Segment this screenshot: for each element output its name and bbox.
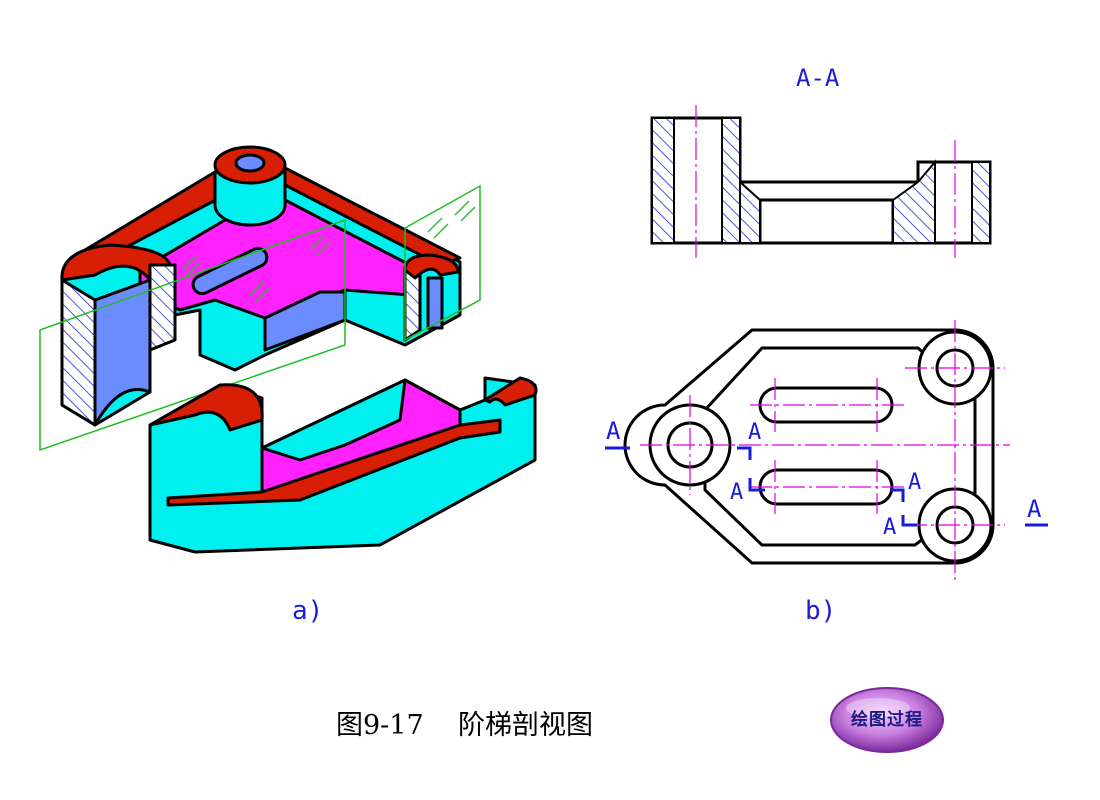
lower-left-boss-rim xyxy=(148,383,264,432)
label-b: b) xyxy=(805,596,837,626)
isometric-lower-part xyxy=(148,376,538,554)
drawing-process-button[interactable]: 绘图过程 xyxy=(830,688,944,752)
cut-mark-right: A xyxy=(1027,495,1042,523)
section-outline xyxy=(650,116,992,245)
cut-mark-step1: A xyxy=(748,420,762,445)
lower-rim xyxy=(166,418,502,507)
cutting-plane-left xyxy=(39,218,346,452)
cutting-plane-right xyxy=(404,184,481,342)
cut-step-3 xyxy=(890,488,905,502)
section-hatch-left-inner xyxy=(721,117,741,244)
cutting-planes xyxy=(39,184,481,452)
top-view-centerlines xyxy=(640,320,1010,580)
section-hatch-left-outer xyxy=(651,117,675,244)
top-view xyxy=(605,320,1048,580)
figure-caption: 图9-17 阶梯剖视图 xyxy=(336,710,593,741)
cut-mark-step4: A xyxy=(883,515,897,540)
cut-step-4 xyxy=(901,515,917,527)
top-boss-body xyxy=(213,170,287,227)
section-hatch-right-floor xyxy=(892,159,936,244)
cut-mark-step2: A xyxy=(730,480,744,505)
cutting-path xyxy=(605,446,1048,527)
section-title: A-A xyxy=(796,64,840,92)
section-hatch-left-floor xyxy=(739,179,761,244)
left-boss-inner xyxy=(93,278,152,427)
left-boss-section xyxy=(60,278,97,427)
left-wall-section xyxy=(148,263,177,352)
cut-mark-step3: A xyxy=(908,470,922,495)
drawing-process-label: 绘图过程 xyxy=(851,710,923,730)
right-boss-section xyxy=(403,268,422,342)
right-boss-hole xyxy=(426,276,444,330)
left-boss-rim xyxy=(60,243,172,282)
label-a: a) xyxy=(292,596,324,626)
section-view xyxy=(650,105,992,258)
section-hatch-right-outer xyxy=(971,161,991,244)
top-boss-hole xyxy=(234,153,266,173)
right-boss-rim xyxy=(403,253,460,280)
cut-step-2 xyxy=(748,478,765,492)
isometric-view xyxy=(39,145,538,554)
cut-step-1 xyxy=(737,446,752,460)
logo-graphic xyxy=(830,687,944,753)
lower-right-boss-rim xyxy=(483,376,538,407)
section-centerlines xyxy=(695,105,956,258)
cut-mark-left: A xyxy=(606,417,621,445)
